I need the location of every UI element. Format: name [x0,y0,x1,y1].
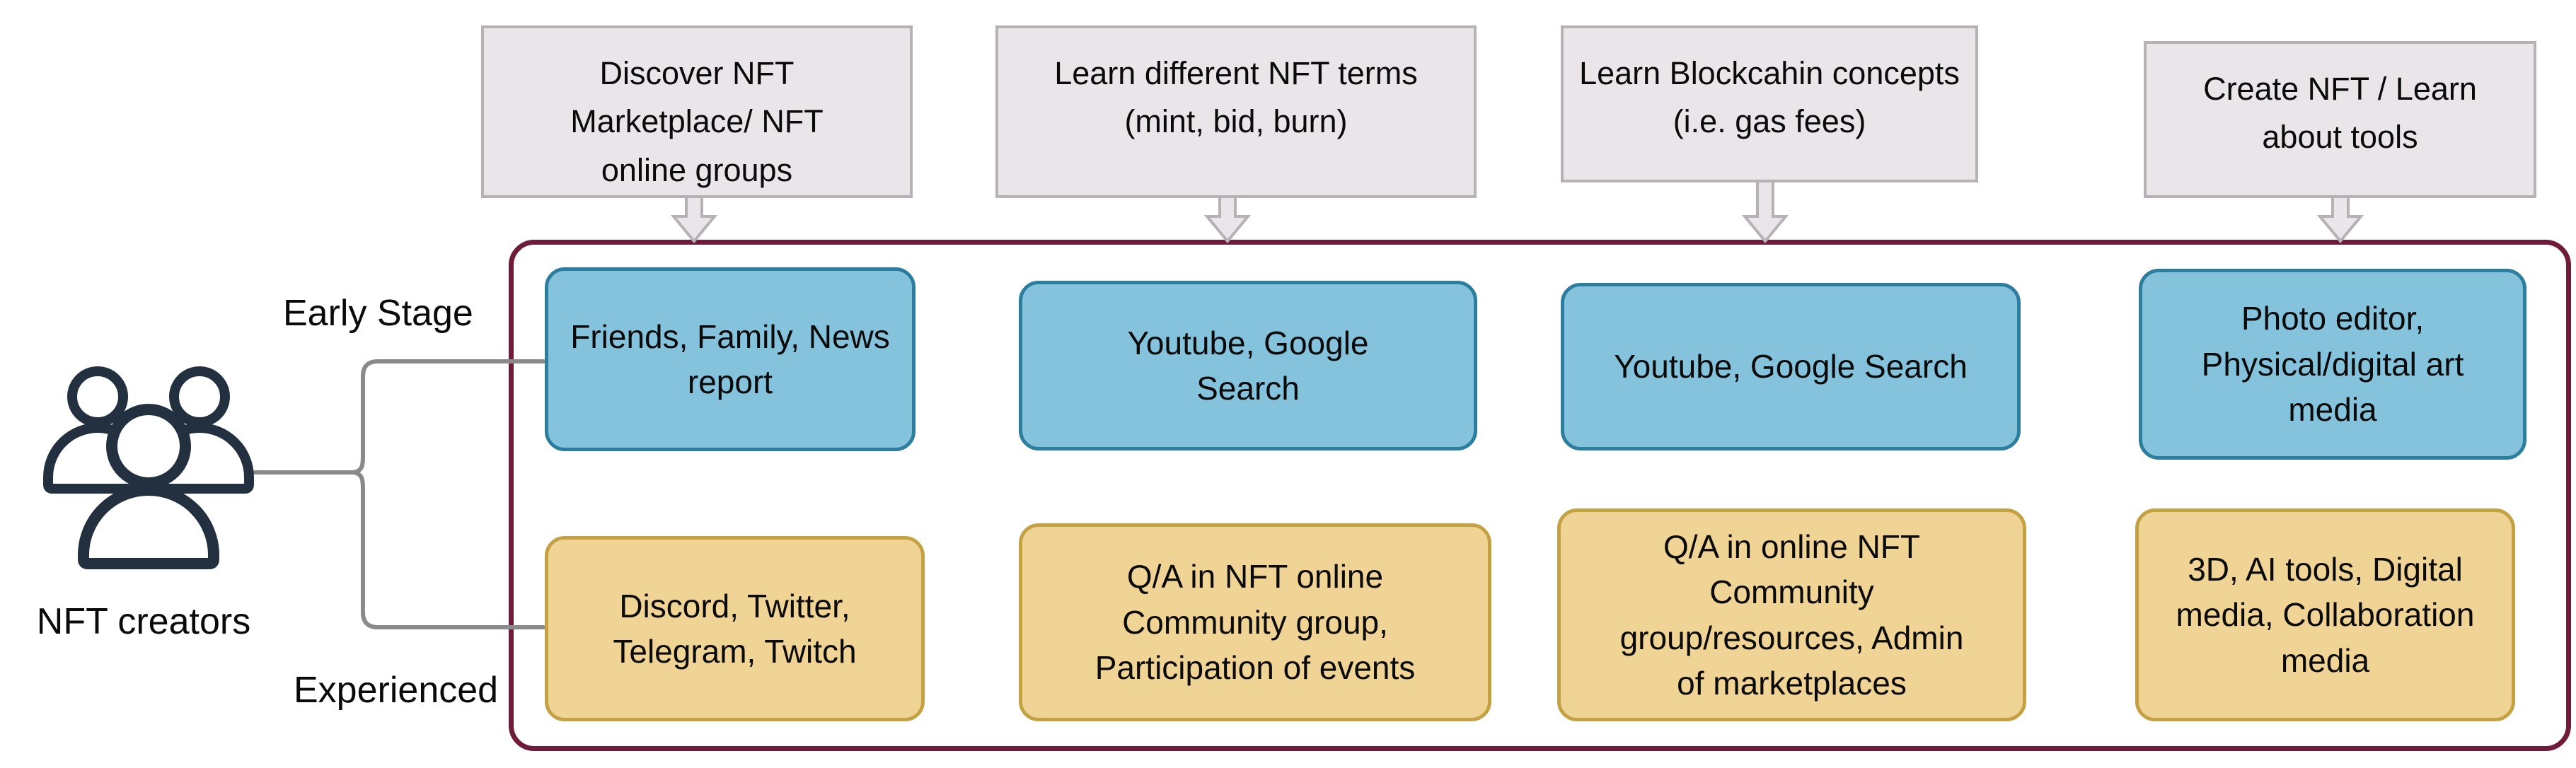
down-arrow-icon [670,190,718,244]
experienced-box-discover: Discord, Twitter, Telegram, Twitch [545,536,925,721]
actor-label: NFT creators [36,601,251,642]
early-box-discover: Friends, Family, News report [545,267,916,451]
experienced-box-label: Discord, Twitter, Telegram, Twitch [613,587,857,670]
stage-header-terms: Learn different NFT terms (mint, bid, bu… [995,25,1477,198]
stage-header-create: Create NFT / Learn about tools [2144,41,2536,198]
early-box-label: Youtube, Google Search [1127,324,1369,407]
early-box-label: Photo editor, Physical/digital art media [2201,300,2464,429]
experienced-box-terms: Q/A in NFT online Community group, Parti… [1019,523,1491,721]
experienced-box-create: 3D, AI tools, Digital media, Collaborati… [2135,508,2515,721]
early-box-label: Youtube, Google Search [1614,348,1968,385]
down-arrow-icon [1203,190,1252,244]
journey-frame [509,240,2571,751]
actor-brace-connector [253,359,545,629]
stage-header-label: Learn different NFT terms (mint, bid, bu… [1054,55,1418,140]
experienced-box-label: 3D, AI tools, Digital media, Collaborati… [2176,550,2475,679]
stage-header-label: Create NFT / Learn about tools [2203,71,2477,156]
stage-header-blockchain: Learn Blockcahin concepts (i.e. gas fees… [1561,25,1978,182]
early-box-terms: Youtube, Google Search [1019,281,1477,450]
stage-header-label: Learn Blockcahin concepts (i.e. gas fees… [1579,55,1960,140]
early-box-create: Photo editor, Physical/digital art media [2139,269,2526,460]
early-box-blockchain: Youtube, Google Search [1561,283,2021,450]
down-arrow-icon [1741,174,1789,244]
row-label-early-stage: Early Stage [283,293,473,334]
experienced-box-blockchain: Q/A in online NFT Community group/resour… [1557,508,2026,721]
early-box-label: Friends, Family, News report [570,318,890,400]
stage-header-label: Discover NFT Marketplace/ NFT online gro… [570,55,824,188]
experienced-box-label: Q/A in NFT online Community group, Parti… [1094,558,1416,687]
row-label-experienced: Experienced [294,670,499,711]
stage-header-discover: Discover NFT Marketplace/ NFT online gro… [481,25,913,198]
experienced-box-label: Q/A in online NFT Community group/resour… [1619,528,1964,702]
down-arrow-icon [2316,190,2364,244]
people-group-icon [35,364,262,569]
